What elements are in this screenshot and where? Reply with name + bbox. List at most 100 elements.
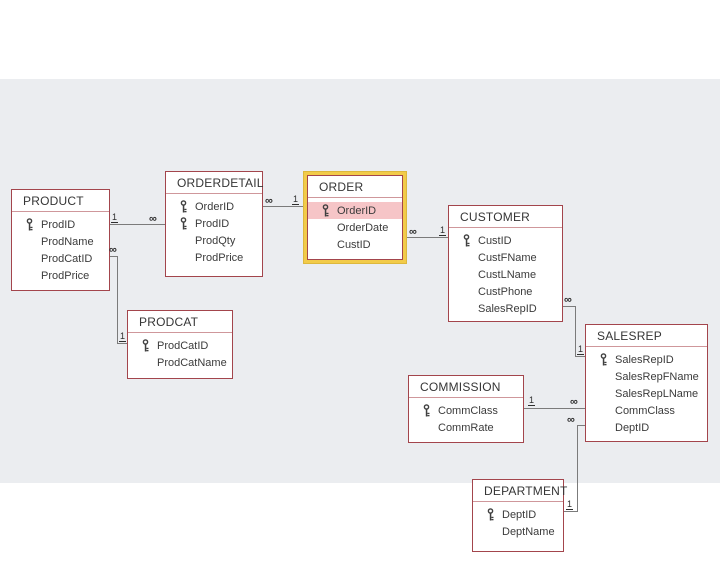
table-title: DEPARTMENT [473,480,567,502]
field-row-selected[interactable]: OrderID [308,202,402,219]
table-title: PRODUCT [12,190,109,212]
field-name: ProdPrice [195,251,244,264]
field-name: CustFName [478,251,537,264]
field-name: CustID [478,234,512,247]
table-department[interactable]: DEPARTMENT DeptID DeptName [472,479,567,552]
field-name: OrderID [195,200,235,213]
field-name: CommClass [615,404,675,417]
field-row[interactable]: SalesRepLName [586,385,707,402]
relationship-line-order-customer[interactable] [407,237,448,238]
table-order[interactable]: ORDER OrderID OrderDate CustID [303,171,407,264]
cardinality-one-label: 1 [292,194,300,205]
field-row[interactable]: CommRate [409,419,523,436]
field-name: ProdID [41,218,76,231]
cardinality-one-label: 1 [566,499,574,510]
table-customer[interactable]: CUSTOMER CustID CustFName CustLName Cust… [448,205,563,322]
cardinality-many-label: ∞ [570,396,578,408]
cardinality-one-label: 1 [439,225,447,236]
cardinality-many-label: ∞ [265,195,273,207]
field-row[interactable]: ProdCatID [12,250,109,267]
table-title: COMMISSION [409,376,523,398]
field-row[interactable]: SalesRepFName [586,368,707,385]
relationship-line-salesrep-department[interactable] [577,425,578,512]
relationship-line-customer-salesrep[interactable] [575,356,585,357]
relationship-line-product-prodcat[interactable] [117,343,127,344]
field-row[interactable]: CustPhone [449,283,562,300]
key-icon [462,234,478,248]
field-name: ProdCatID [157,339,209,352]
table-title: SALESREP [586,325,707,347]
key-icon [422,404,438,418]
field-row[interactable]: ProdPrice [12,267,109,284]
field-name: SalesRepID [478,302,537,315]
field-name: OrderDate [337,221,389,234]
field-name: ProdCatID [41,252,93,265]
cardinality-one-label: 1 [119,331,127,342]
cardinality-many-label: ∞ [564,294,572,306]
field-row[interactable]: ProdID [166,215,262,232]
table-title: ORDER [308,176,402,198]
table-title: PRODCAT [128,311,232,333]
relationship-line-commission-salesrep[interactable] [524,408,585,409]
field-row[interactable]: CommClass [409,402,523,419]
cardinality-one-label: 1 [577,344,585,355]
key-icon [141,339,157,353]
field-row[interactable]: CustID [308,236,402,253]
field-name: SalesRepLName [615,387,699,400]
relationships-canvas[interactable]: PRODUCT ProdID ProdName ProdCatID ProdPr… [0,79,720,552]
relationship-line-orderdetail-order[interactable] [263,206,303,207]
field-row[interactable]: SalesRepID [449,300,562,317]
field-name: DeptID [502,508,537,521]
field-name: OrderID [337,204,377,217]
cardinality-one-label: 1 [111,212,119,223]
table-prodcat[interactable]: PRODCAT ProdCatID ProdCatName [127,310,233,379]
field-name: CommClass [438,404,498,417]
table-commission[interactable]: COMMISSION CommClass CommRate [408,375,524,443]
field-row[interactable]: CustID [449,232,562,249]
relationship-line-salesrep-department[interactable] [564,511,578,512]
field-name: CommRate [438,421,494,434]
field-name: SalesRepFName [615,370,699,383]
field-name: SalesRepID [615,353,674,366]
field-row[interactable]: OrderID [166,198,262,215]
relationship-line-salesrep-department[interactable] [577,425,585,426]
field-row[interactable]: CustFName [449,249,562,266]
field-row[interactable]: ProdName [12,233,109,250]
field-name: CustID [337,238,371,251]
table-product[interactable]: PRODUCT ProdID ProdName ProdCatID ProdPr… [11,189,110,291]
relationship-line-product-prodcat[interactable] [117,256,118,344]
field-row[interactable]: DeptName [473,523,563,540]
field-name: ProdID [195,217,230,230]
field-row[interactable]: CommClass [586,402,707,419]
field-row[interactable]: ProdCatID [128,337,232,354]
field-name: DeptName [502,525,555,538]
cardinality-many-label: ∞ [109,244,117,256]
key-icon [486,508,502,522]
cardinality-many-label: ∞ [567,414,575,426]
cardinality-many-label: ∞ [409,226,417,238]
relationship-line-customer-salesrep[interactable] [575,306,576,357]
relationship-line-product-orderdetail[interactable] [110,224,165,225]
table-title: ORDERDETAIL [166,172,263,194]
relationship-line-product-prodcat[interactable] [110,256,118,257]
table-orderdetail[interactable]: ORDERDETAIL OrderID ProdID ProdQty ProdP… [165,171,263,277]
field-name: DeptID [615,421,650,434]
field-name: CustPhone [478,285,533,298]
field-row[interactable]: ProdQty [166,232,262,249]
field-row[interactable]: ProdCatName [128,354,232,371]
key-icon [599,353,615,367]
field-row[interactable]: ProdPrice [166,249,262,266]
field-row[interactable]: DeptID [586,419,707,436]
relationship-line-customer-salesrep[interactable] [563,306,576,307]
field-row[interactable]: CustLName [449,266,562,283]
field-row[interactable]: DeptID [473,506,563,523]
field-row[interactable]: OrderDate [308,219,402,236]
key-icon [321,204,337,218]
field-row[interactable]: ProdID [12,216,109,233]
table-salesrep[interactable]: SALESREP SalesRepID SalesRepFName SalesR… [585,324,708,442]
field-name: ProdQty [195,234,236,247]
field-name: CustLName [478,268,537,281]
key-icon [179,217,195,231]
field-row[interactable]: SalesRepID [586,351,707,368]
